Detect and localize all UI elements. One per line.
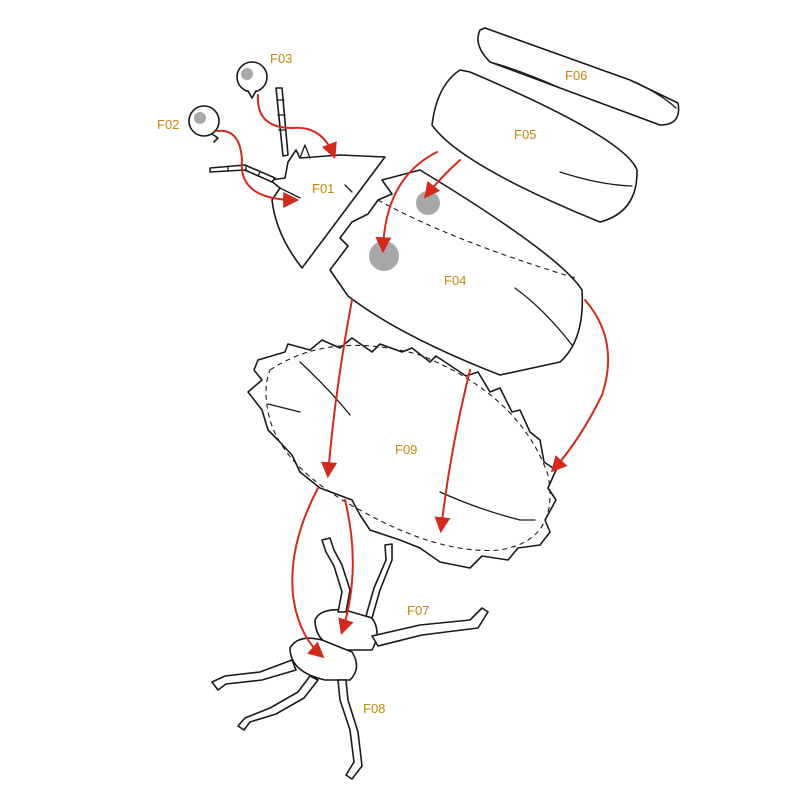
arrow-f05-to-spot-lower (375, 151, 438, 254)
arrow-f04-to-f09-left (321, 299, 353, 479)
f02-pupil (194, 112, 206, 124)
part-f04-body (329, 169, 584, 376)
label-f06: F06 (565, 68, 587, 83)
part-f05-slab (431, 69, 638, 223)
part-f08-legs (211, 637, 363, 780)
f03-pupil (241, 68, 253, 80)
assembly-arrows (216, 94, 610, 659)
label-f03: F03 (270, 51, 292, 66)
arrow-f03-to-head (256, 94, 337, 159)
part-f06-plate (477, 27, 680, 126)
arrow-f04-to-f09-mid (434, 369, 471, 534)
label-f07: F07 (407, 603, 429, 618)
part-f02-eye (188, 105, 220, 143)
part-f09-abdomen (247, 337, 557, 569)
arrow-f05-to-spot-upper (424, 159, 461, 199)
arrow-f09-to-f08 (291, 487, 325, 659)
label-f09: F09 (395, 442, 417, 457)
part-labels: F03 F02 F01 F06 F05 F04 F09 F07 F08 (157, 51, 587, 716)
arrow-f09-to-f07 (338, 499, 354, 636)
label-f05: F05 (514, 127, 536, 142)
label-f04: F04 (444, 273, 466, 288)
arrow-f04-to-f09-right (550, 299, 610, 473)
arrow-f02-to-head (216, 129, 300, 208)
label-f01: F01 (312, 181, 334, 196)
part-f03-eye (236, 61, 268, 99)
label-f08: F08 (363, 701, 385, 716)
part-antennae (209, 87, 289, 183)
label-f02: F02 (157, 117, 179, 132)
